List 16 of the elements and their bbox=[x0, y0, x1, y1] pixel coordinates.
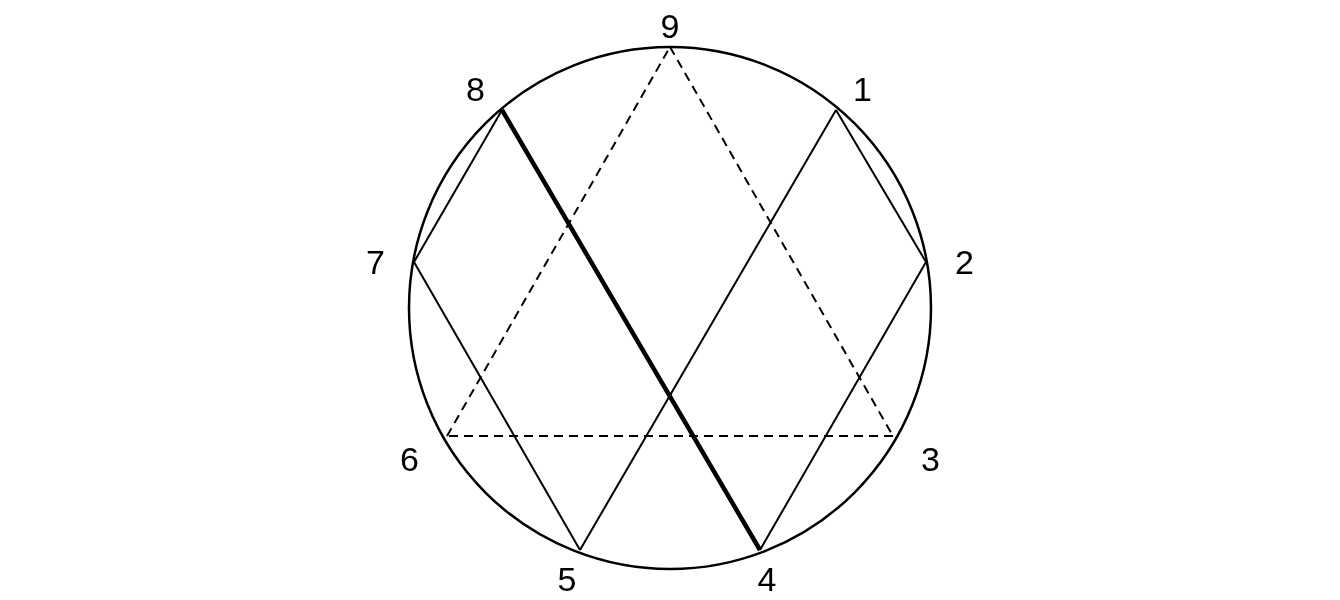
connecting-line bbox=[835, 109, 927, 263]
point-number: 2 bbox=[926, 245, 974, 279]
dashed-line bbox=[446, 435, 894, 437]
connecting-line bbox=[413, 261, 581, 551]
point-number: 4 bbox=[752, 550, 782, 596]
point-number: 9 bbox=[652, 9, 688, 47]
point-number: 3 bbox=[893, 436, 940, 476]
point-number: 6 bbox=[400, 436, 447, 476]
point-number: 8 bbox=[466, 72, 502, 110]
connecting-line bbox=[579, 109, 837, 551]
point-number: 5 bbox=[552, 550, 582, 596]
point-number: 7 bbox=[366, 245, 414, 279]
point-number: 1 bbox=[836, 72, 872, 110]
connecting-line bbox=[500, 108, 762, 552]
connecting-line bbox=[759, 261, 927, 551]
connecting-line bbox=[413, 109, 503, 263]
